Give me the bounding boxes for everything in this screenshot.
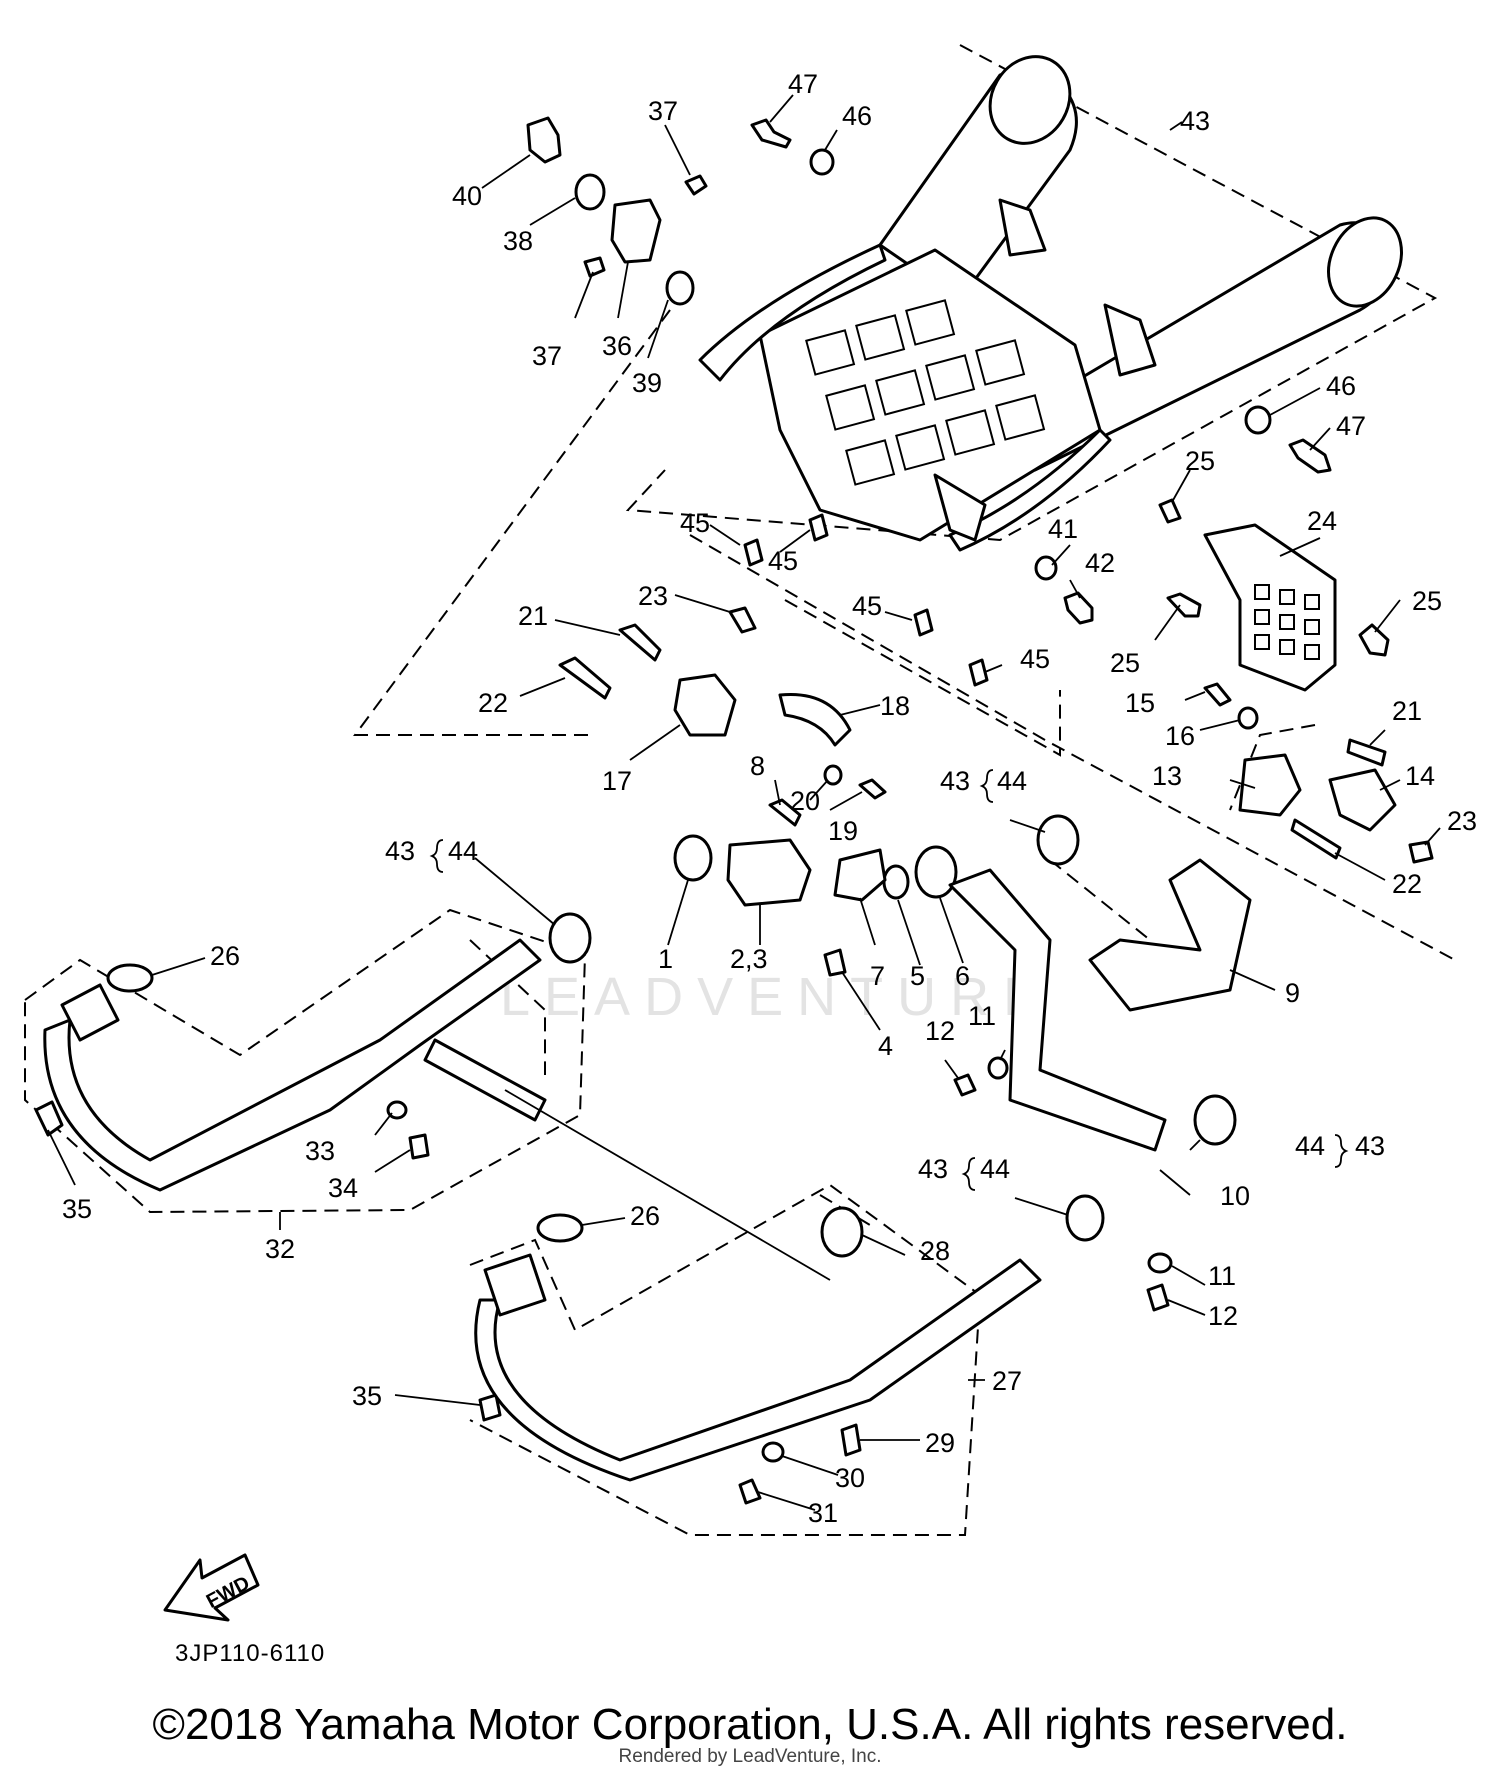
- callout-10: 10: [1220, 1181, 1250, 1211]
- callout-6: 6: [955, 961, 970, 991]
- callout-16: 16: [1165, 721, 1195, 751]
- callout-44: 44: [448, 836, 478, 866]
- callout-33: 33: [305, 1136, 335, 1166]
- callout-37: 37: [648, 96, 678, 126]
- rendered-by-notice: Rendered by LeadVenture, Inc.: [618, 1746, 882, 1767]
- callout-46: 46: [1326, 371, 1356, 401]
- callout-42: 42: [1085, 548, 1115, 578]
- callout-45: 45: [768, 546, 798, 576]
- callout-1: 1: [658, 944, 673, 974]
- exhaust-pipes: [43, 858, 1252, 1482]
- callout-8: 8: [750, 751, 765, 781]
- callout-7: 7: [870, 961, 885, 991]
- callout-28: 28: [920, 1236, 950, 1266]
- callout-2-3: 2,3: [730, 944, 768, 974]
- callout-24: 24: [1307, 506, 1337, 536]
- watermark: LEADVENTURE: [500, 967, 1053, 1027]
- callout-47: 47: [1336, 411, 1366, 441]
- callout-40: 40: [452, 181, 482, 211]
- diagram-code: 3JP110-6110: [175, 1640, 326, 1667]
- callout-36: 36: [602, 331, 632, 361]
- callout-21: 21: [518, 601, 548, 631]
- callout-12: 12: [1208, 1301, 1238, 1331]
- callout-4: 4: [878, 1031, 893, 1061]
- callout-22: 22: [1392, 869, 1422, 899]
- callout-45: 45: [852, 591, 882, 621]
- copyright-notice: ©2018 Yamaha Motor Corporation, U.S.A. A…: [152, 1700, 1348, 1749]
- heat-protector-24: [1203, 523, 1337, 692]
- callout-5: 5: [910, 961, 925, 991]
- callout-44: 44: [980, 1154, 1010, 1184]
- callout-35: 35: [62, 1194, 92, 1224]
- callout-43: 43: [1180, 106, 1210, 136]
- callout-26: 26: [210, 941, 240, 971]
- callout-23: 23: [1447, 806, 1477, 836]
- callout-13: 13: [1152, 761, 1182, 791]
- callout-11: 11: [1208, 1261, 1236, 1291]
- leader-lines: [47, 94, 1441, 1511]
- callout-9: 9: [1285, 978, 1300, 1008]
- callout-25: 25: [1412, 586, 1442, 616]
- callout-labels: 47 46 37 43 40 38 37 36 39 46 47 25 24 2…: [62, 69, 1477, 1528]
- callout-43: 43: [918, 1154, 948, 1184]
- callout-14: 14: [1405, 761, 1435, 791]
- callout-26: 26: [630, 1201, 660, 1231]
- callout-29: 29: [925, 1428, 955, 1458]
- callout-43: 43: [385, 836, 415, 866]
- callout-35: 35: [352, 1381, 382, 1411]
- callout-21: 21: [1392, 696, 1422, 726]
- callout-25: 25: [1110, 648, 1140, 678]
- hardware-items: [34, 116, 1434, 1505]
- callout-37: 37: [532, 341, 562, 371]
- callout-44: 44: [997, 766, 1027, 796]
- callout-45: 45: [680, 508, 710, 538]
- callout-32: 32: [265, 1234, 295, 1264]
- callout-27: 27: [992, 1366, 1022, 1396]
- callout-20: 20: [790, 786, 820, 816]
- callout-43: 43: [1355, 1131, 1385, 1161]
- muffler-assembly: [698, 55, 1403, 552]
- callout-25: 25: [1185, 446, 1215, 476]
- callout-12: 12: [925, 1016, 955, 1046]
- callout-15: 15: [1125, 688, 1155, 718]
- callout-11: 11: [968, 1001, 996, 1031]
- callout-34: 34: [328, 1173, 358, 1203]
- bracket-marks: [429, 769, 1349, 1191]
- callout-18: 18: [880, 691, 910, 721]
- callout-39: 39: [632, 368, 662, 398]
- callout-17: 17: [602, 766, 632, 796]
- callout-47: 47: [788, 69, 818, 99]
- callout-46: 46: [842, 101, 872, 131]
- callout-19: 19: [828, 816, 858, 846]
- callout-45: 45: [1020, 644, 1050, 674]
- callout-43: 43: [940, 766, 970, 796]
- callout-44: 44: [1295, 1131, 1325, 1161]
- callout-23: 23: [638, 581, 668, 611]
- assembly-outlines: [24, 44, 1456, 1536]
- callout-31: 31: [808, 1498, 838, 1528]
- callout-30: 30: [835, 1463, 865, 1493]
- callout-38: 38: [503, 226, 533, 256]
- callout-41: 41: [1048, 514, 1078, 544]
- fwd-arrow-icon: FWD: [163, 1553, 260, 1622]
- callout-22: 22: [478, 688, 508, 718]
